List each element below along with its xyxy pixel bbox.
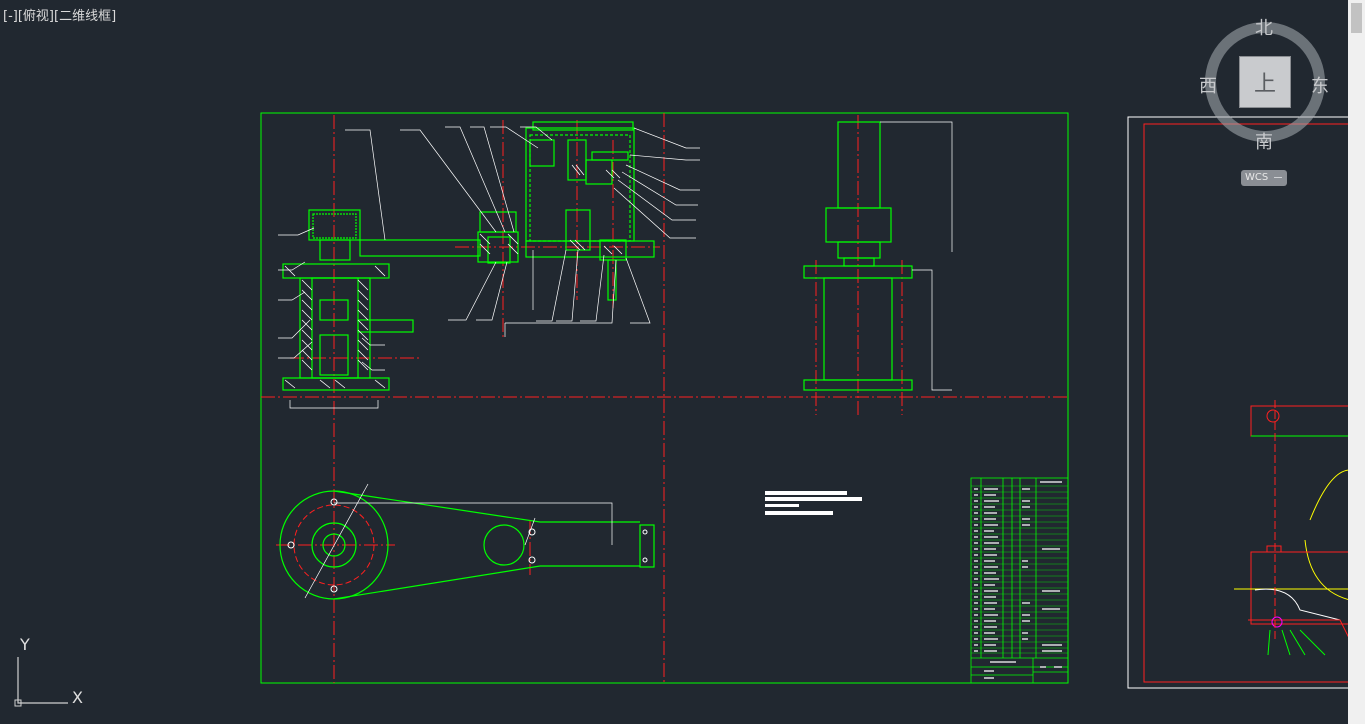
viewcube[interactable]: 上 北 南 西 东 WCS (1195, 10, 1335, 195)
parts-list-text-marks (974, 481, 1062, 679)
compass-east[interactable]: 东 (1311, 76, 1329, 97)
viewport-controls: [-][俯视][二维线框] (3, 5, 116, 24)
parts-list-rows (971, 485, 1068, 654)
compass-west[interactable]: 西 (1199, 76, 1217, 97)
plan-view (279, 490, 655, 600)
ucs-icon: Y X (10, 635, 90, 715)
viewcube-compass-ring[interactable] (1205, 22, 1325, 142)
plan-dims (304, 483, 613, 599)
viewport-minimize-control[interactable]: [-] (3, 9, 18, 24)
side-view-dims (880, 121, 953, 391)
vertical-scrollbar[interactable] (1348, 0, 1365, 724)
middle-hatch (479, 164, 623, 255)
sheet2-inner-border (1143, 123, 1348, 683)
bolt-circle (293, 504, 375, 586)
parts-list-table (970, 477, 1069, 684)
middle-assembly (477, 121, 655, 301)
technical-notes (765, 491, 862, 515)
wcs-menu-button[interactable]: WCS (1241, 170, 1287, 186)
viewcube-top-face[interactable]: 上 (1239, 56, 1291, 108)
compass-north[interactable]: 北 (1255, 18, 1273, 39)
visual-style-control[interactable]: [二维线框] (54, 9, 117, 24)
sheet2-geometry (1234, 400, 1348, 656)
compass-south[interactable]: 南 (1255, 132, 1273, 153)
leader-lines (278, 126, 700, 409)
sheet2-outer-border (1127, 116, 1348, 689)
view-preset-control[interactable]: [俯视] (17, 9, 54, 24)
ucs-axes (14, 657, 68, 707)
ucs-x-label: X (72, 688, 83, 707)
gearbox-hatch (284, 265, 386, 389)
gearbox-left (282, 209, 481, 391)
plan-holes (287, 498, 648, 593)
center-lines (261, 113, 1068, 683)
side-view (803, 121, 913, 391)
ucs-y-label: Y (20, 635, 30, 654)
scrollbar-thumb[interactable] (1351, 3, 1362, 33)
